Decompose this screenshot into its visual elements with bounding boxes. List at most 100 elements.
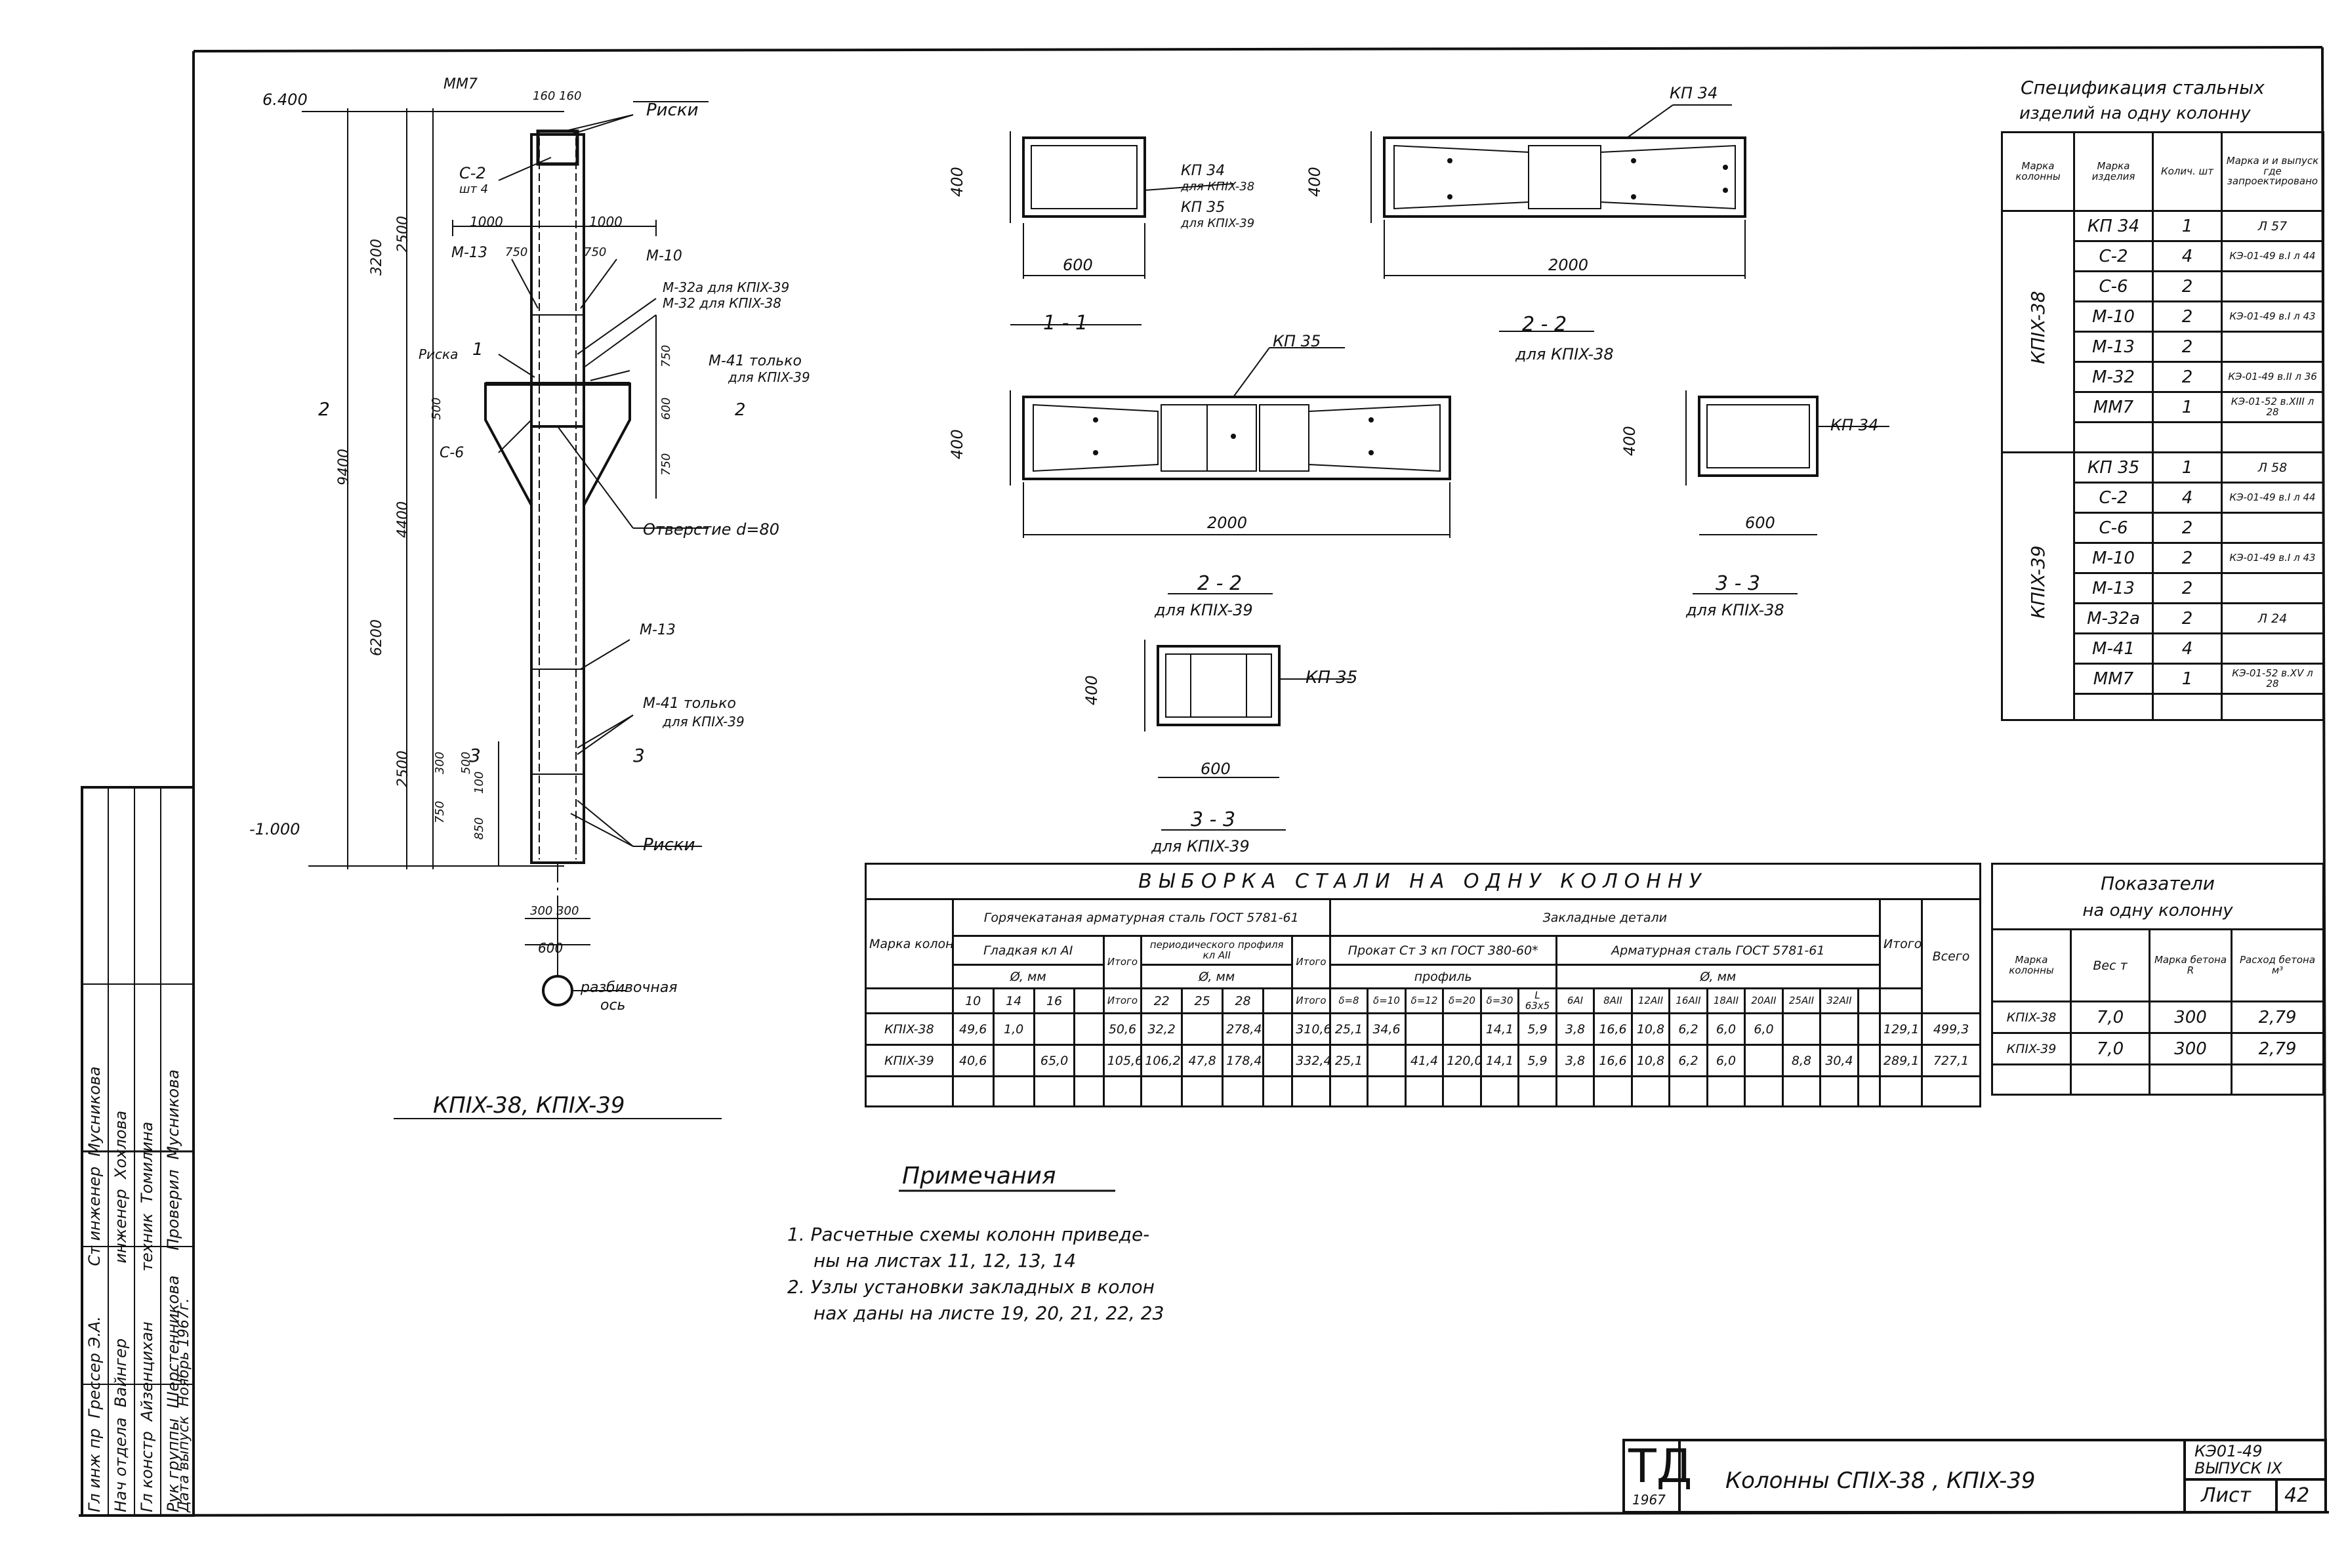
- s33a-width: 600: [1745, 514, 1775, 532]
- spec-cell: 4: [2152, 482, 2223, 514]
- steel-cell: 47,8: [1181, 1044, 1224, 1077]
- section-3-marker-right: 3: [633, 745, 645, 766]
- spec-cell: 4: [2152, 632, 2223, 665]
- section-3-3-kp38: [1685, 390, 1889, 594]
- s33b-for: для КПIX-39: [1151, 837, 1250, 856]
- steel-h-d16: 16: [1033, 987, 1076, 1014]
- ind-h-volume: Расход бетона м³: [2230, 928, 2325, 1002]
- steel-cell: 49,6: [951, 1012, 995, 1046]
- spec-cell: ММ7: [2073, 663, 2154, 695]
- drawing-title: Колонны СПIX-38 , КПIX-39: [1725, 1468, 2036, 1494]
- steel-cell: 278,4: [1222, 1012, 1264, 1046]
- axis-label: разбивочная: [581, 980, 678, 996]
- dim-850: 850: [472, 817, 486, 840]
- sig-row-5: Дата выпуск Ноябрь 1967г.: [176, 1298, 192, 1512]
- steel-h-p10: δ=10: [1367, 987, 1407, 1014]
- steel-cell: 25,1: [1328, 1044, 1369, 1077]
- spec-cell: Л 57: [2221, 210, 2324, 242]
- spec-cell: КЭ-01-49 в.I л 44: [2221, 240, 2324, 272]
- s11-kp34-for: для КПIX-38: [1181, 180, 1255, 194]
- steel-h-r25: 25AII: [1781, 987, 1822, 1014]
- steel-cell: 40,6: [951, 1044, 995, 1077]
- steel-h-r8: 8AII: [1593, 987, 1633, 1014]
- steel-h-smooth: Гладкая кл AI: [951, 935, 1105, 966]
- steel-h-mark: Марка колонны: [865, 898, 954, 989]
- steel-cell: [1819, 1012, 1859, 1046]
- steel-h-d14: 14: [992, 987, 1035, 1014]
- steel-cell: 5,9: [1517, 1012, 1557, 1046]
- steel-h-d10: 10: [951, 987, 995, 1014]
- spec-h-qty: Колич. шт: [2152, 131, 2223, 212]
- steel-cell: 1,0: [992, 1012, 1035, 1046]
- spec-h-ref: Марка и и выпуск где запроектировано: [2221, 131, 2324, 212]
- s33a-for: для КПIX-38: [1686, 601, 1784, 619]
- steel-h-periodic: периодического профиля кл AII: [1140, 935, 1294, 966]
- steel-cell: 310,6: [1291, 1012, 1331, 1046]
- s33a-height: 400: [1620, 426, 1639, 456]
- dim-750-c: 750: [433, 800, 447, 823]
- dim-750-left: 750: [505, 245, 528, 259]
- dim-9400: 9400: [336, 449, 352, 485]
- spec-cell: [2221, 421, 2324, 453]
- steel-cell: 14,1: [1479, 1012, 1520, 1046]
- steel-h-r12: 12AII: [1630, 987, 1671, 1014]
- axis-label-2: ось: [600, 997, 626, 1014]
- section-2-2-kp39: [1010, 347, 1451, 594]
- s11-title: 1 - 1: [1043, 312, 1088, 335]
- spec-title-1: Спецификация стальных: [2021, 77, 2265, 98]
- steel-h-empty: [865, 987, 954, 1014]
- spec-cell: С-2: [2073, 482, 2154, 514]
- ind-cell: 7,0: [2070, 1032, 2150, 1065]
- section-3-3-kp39: [1144, 640, 1351, 831]
- steel-cell: 727,1: [1921, 1044, 1981, 1077]
- dim-750-right: 750: [584, 245, 607, 259]
- s33b-height: 400: [1082, 675, 1101, 705]
- steel-cell: 178,4: [1222, 1044, 1264, 1077]
- steel-h-l63: L 63х5: [1517, 987, 1557, 1014]
- ind-cell: 2,79: [2230, 1032, 2325, 1065]
- steel-h-r18: 18AII: [1706, 987, 1746, 1014]
- s22b-width: 2000: [1207, 514, 1248, 532]
- elevation-top-label: 6.400: [262, 91, 308, 109]
- spec-cell: [2221, 693, 2324, 721]
- c6-label: С-6: [440, 445, 464, 461]
- spec-table: Марка колонны Марка изделия Колич. шт Ма…: [2001, 131, 2324, 721]
- steel-h-rebar: Горячекатаная арматурная сталь ГОСТ 5781…: [951, 898, 1331, 937]
- spec-cell: КЭ-01-49 в.I л 43: [2221, 300, 2324, 333]
- spec-cell: [2073, 693, 2154, 721]
- spec-cell: [2221, 632, 2324, 665]
- steel-cell: 16,6: [1593, 1044, 1633, 1077]
- spec-cell: 2: [2152, 270, 2223, 302]
- steel-h-p30: δ=30: [1479, 987, 1520, 1014]
- ind-cell: 300: [2149, 1032, 2233, 1065]
- top-dims-label: 160 160: [533, 89, 582, 103]
- s33a-label: КП 34: [1830, 416, 1879, 434]
- steel-h-rolled: Прокат Ст 3 кп ГОСТ 380-60*: [1328, 935, 1557, 966]
- steel-cell: 105,6: [1102, 1044, 1143, 1077]
- steel-cell: [1367, 1044, 1407, 1077]
- title-block: [1622, 1439, 2327, 1514]
- s11-height: 400: [948, 167, 966, 197]
- spec-cell: М-13: [2073, 331, 2154, 363]
- spec-cell: М-13: [2073, 572, 2154, 604]
- s22a-width: 2000: [1548, 256, 1589, 274]
- dim-750-a: 750: [659, 344, 673, 367]
- ind-cell: КПIX-39: [1991, 1032, 2072, 1065]
- ribs-top-label: Риски: [646, 100, 699, 120]
- dim-4400: 4400: [395, 501, 411, 538]
- dim-2500-bottom: 2500: [395, 751, 411, 787]
- ind-h-weight: Вес т: [2070, 928, 2150, 1002]
- steel-cell: 50,6: [1102, 1012, 1143, 1046]
- steel-cell: 32,2: [1140, 1012, 1183, 1046]
- steel-h-p20: δ=20: [1442, 987, 1482, 1014]
- spec-cell: 4: [2152, 240, 2223, 272]
- s33a-title: 3 - 3: [1716, 572, 1761, 595]
- spec-cell: 1: [2152, 451, 2223, 484]
- s22b-for: для КПIX-39: [1155, 601, 1253, 619]
- steel-h-d25: 25: [1181, 987, 1224, 1014]
- steel-cell: 65,0: [1033, 1044, 1076, 1077]
- steel-cell: 6,0: [1706, 1012, 1746, 1046]
- steel-h-total-periodic-2: Итого: [1291, 987, 1331, 1014]
- steel-h-embedded: Закладные детали: [1328, 898, 1881, 937]
- elevation-title: КПIX-38, КПIX-39: [433, 1092, 625, 1119]
